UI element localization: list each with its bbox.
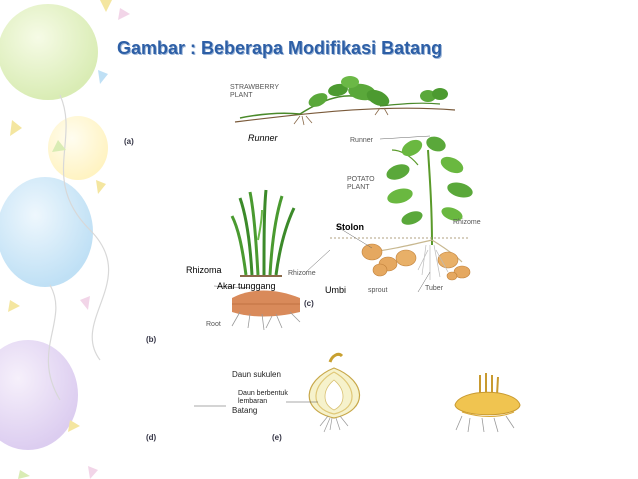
label-runner-en: Runner: [248, 133, 278, 143]
slide-title: Gambar : Beberapa Modifikasi Batang: [117, 38, 443, 58]
label-akar-tunggang: Akar tunggang: [217, 281, 276, 291]
label-sprout: sprout: [368, 287, 388, 294]
label-rhizome-grass: Rhizome: [288, 270, 316, 277]
balloon-blue: [0, 177, 93, 287]
label-umbi: Umbi: [325, 285, 347, 295]
label-lembaran: lembaran: [238, 398, 268, 405]
label-potato-plant: POTATO PLANT: [347, 176, 375, 191]
label-strawberry-plant: STRAWBERRY PLANT: [230, 84, 280, 99]
label-daun-sukulen: Daun sukulen: [232, 370, 281, 379]
potato-plant-illustration: [330, 136, 473, 281]
caption-e: (e): [272, 433, 282, 442]
balloon-green: [0, 4, 98, 100]
balloon-string: [59, 94, 110, 361]
strawberry-plant-illustration: [234, 76, 456, 126]
caption-b: (b): [146, 335, 157, 344]
caption-a: (a): [124, 137, 134, 146]
label-root: Root: [206, 321, 221, 328]
leader-lines: [305, 135, 431, 293]
balloon-string: [47, 284, 61, 401]
balloon-purple: [0, 340, 78, 450]
confetti: [8, 0, 130, 479]
label-tuber: Tuber: [425, 285, 444, 292]
caption-d: (d): [146, 433, 157, 442]
label-rhizome-potato: Rhizome: [453, 219, 481, 226]
balloon-yellow: [48, 116, 108, 180]
rhizome-plant-illustration: [213, 189, 301, 331]
label-stolon: Stolon: [336, 222, 364, 232]
label-rhizoma: Rhizoma: [186, 265, 222, 275]
label-batang: Batang: [232, 406, 258, 415]
label-daun-berbentuk: Daun berbentuk: [238, 390, 288, 397]
onion-bulb-illustration: [194, 352, 361, 433]
caption-c: (c): [304, 299, 314, 308]
label-runner: Runner: [350, 137, 373, 144]
corm-illustration: [454, 373, 521, 433]
